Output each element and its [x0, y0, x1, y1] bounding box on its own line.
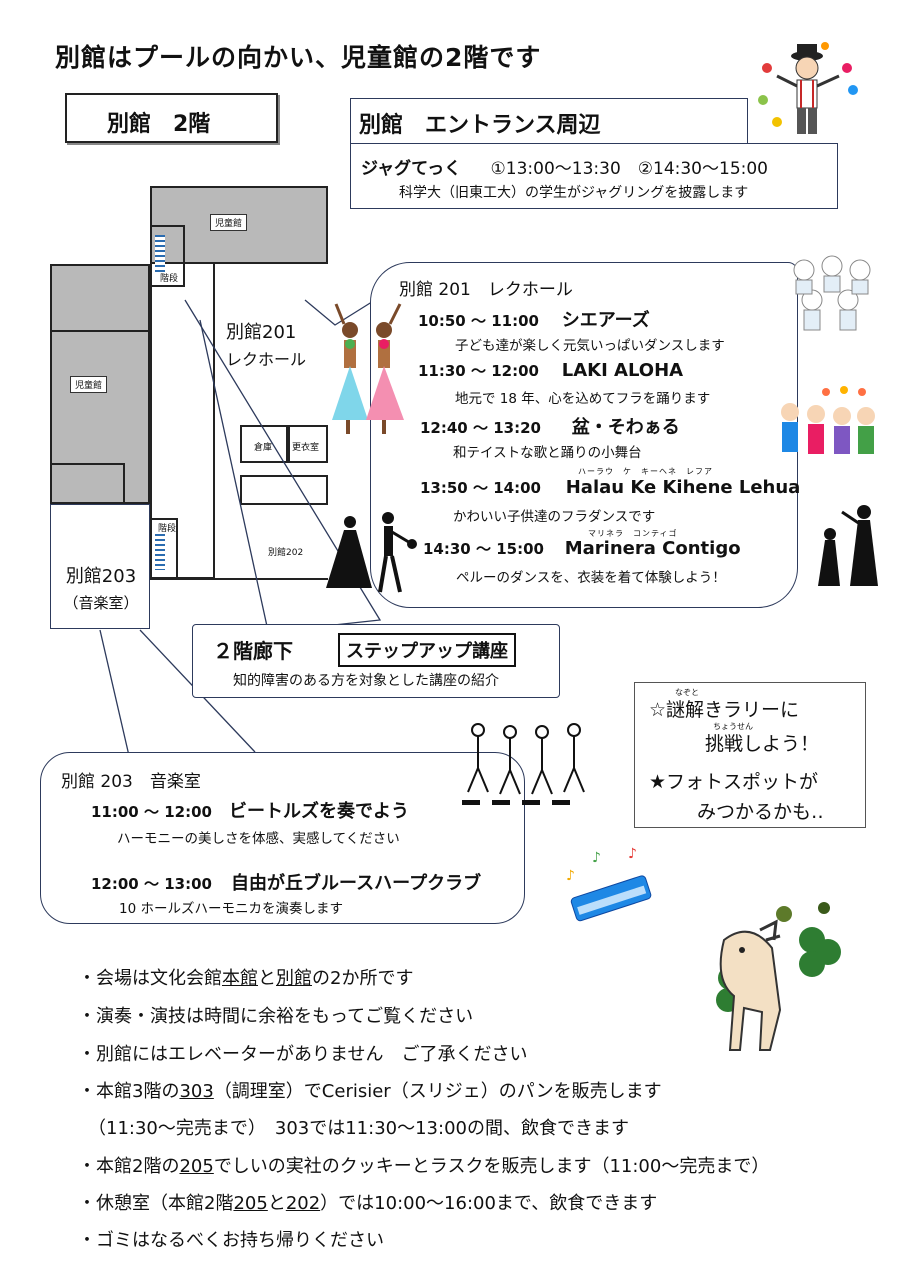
rec-item-4-desc: かわいい子供達のフラダンスです: [453, 509, 656, 525]
music-room-heading: 別館 203 音楽室: [61, 772, 201, 792]
note-1: ・会場は文化会館本館と別館の2か所です: [78, 968, 414, 989]
map-label-stairs-bottom: 階段: [158, 524, 177, 534]
rally-line-3: ★フォトスポットが: [649, 771, 819, 793]
floor-label: 別館 2階: [107, 112, 211, 137]
map-label-room203: 別館203 （音楽室）: [55, 562, 147, 613]
entrance-act: ジャグてっく: [361, 159, 462, 179]
horse-clover-icon: [716, 902, 841, 1051]
rec-item-5-time: 14:30 ～ 15:00: [423, 540, 544, 558]
note-4: ・本館3階の303（調理室）でCerisier（スリジェ）のパンを販売します: [78, 1081, 662, 1102]
map-bottom-wall: [178, 578, 328, 580]
corridor-badge: ステップアップ講座: [338, 633, 516, 667]
rec-item-3-name: 盆・そわぁる: [571, 417, 680, 438]
map-label-room202: 別館202: [268, 548, 304, 558]
rally-line-4: みつかるかも‥: [697, 801, 824, 823]
marinera-dancers-icon: [326, 512, 417, 593]
map-stairs-bottom: [150, 518, 178, 580]
map-storage: [240, 425, 288, 463]
map-label-jidokan-left: 児童館: [70, 376, 108, 393]
rec-item-1-time: 10:50 ～ 11:00: [418, 312, 539, 330]
note-7: ・休憩室（本館2階205と202）では10:00〜16:00まで、飲食できます: [78, 1193, 658, 1214]
music-item-1: 11:00 ～ 12:00 ビートルズを奏でよう: [91, 797, 409, 823]
entrance-box: 別館 エントランス周辺: [350, 98, 748, 144]
svg-text:♪: ♪: [628, 846, 637, 862]
entrance-times: ①13:00〜13:30 ②14:30〜15:00: [490, 159, 768, 179]
map-label-stairs-top: 階段: [160, 274, 179, 284]
music-item-2-desc: 10 ホールズハーモニカを演奏します: [119, 901, 343, 917]
rec-item-2-name: LAKI ALOHA: [561, 360, 684, 381]
music-item-2-name: 自由が丘ブルースハープクラブ: [231, 873, 482, 894]
corridor-heading: ２階廊下: [213, 639, 293, 663]
bon-dance-kids-icon: [781, 386, 875, 454]
entrance-detail-box: ジャグてっく ①13:00〜13:30 ②14:30〜15:00 科学大（旧東工…: [350, 143, 838, 209]
music-item-1-time: 11:00 ～ 12:00: [91, 803, 212, 821]
rec-item-3-time: 12:40 ～ 13:20: [420, 419, 541, 437]
note-8: ・ゴミはなるべくお持ち帰りください: [78, 1230, 384, 1251]
corridor-desc: 知的障害のある方を対象とした講座の紹介: [233, 673, 499, 689]
harmonica-icon: ♪ ♪ ♪: [566, 846, 652, 922]
map-room-a: [50, 264, 150, 332]
rec-item-1-desc: 子ども達が楽しく元気いっぱいダンスします: [455, 338, 725, 354]
map-label-room201: 別館201 レクホール: [226, 318, 306, 370]
rec-item-4: 13:50 ～ 14:00 Halau Ke Kihene Lehua: [420, 477, 800, 498]
rec-item-4-time: 13:50 ～ 14:00: [420, 479, 541, 497]
rally-line-1: ☆謎解きラリーに: [649, 699, 800, 721]
note-5: （11:30〜完売まで） 303では11:30〜13:00の間、飲食できます: [88, 1118, 629, 1139]
rally-ruby-1: なぞと: [675, 688, 699, 697]
beatles-crossing-icon: [462, 723, 585, 805]
rec-item-2-desc: 地元で 18 年、心を込めてフラを踊ります: [455, 391, 711, 407]
floor-label-box: 別館 2階: [65, 93, 278, 143]
note-6: ・本館2階の205でしいの実社のクッキーとラスクを販売します（11:00〜完売ま…: [78, 1156, 770, 1177]
rec-item-2-time: 11:30 ～ 12:00: [418, 362, 539, 380]
svg-text:♪: ♪: [592, 850, 601, 866]
map-room203: [50, 504, 150, 629]
rec-item-5-name: Marinera Contigo: [564, 538, 741, 559]
rec-hall-bubble: 別館 201 レクホール: [370, 262, 798, 608]
rec-hall-heading: 別館 201 レクホール: [399, 280, 573, 300]
hula-dancers-icon: [332, 303, 404, 434]
rec-item-2: 11:30 ～ 12:00 LAKI ALOHA: [418, 360, 683, 381]
room201-sub: レクホール: [226, 350, 307, 369]
map-room202-wall: [240, 475, 328, 505]
rally-box: なぞと ☆謎解きラリーに ちょうせん 挑戦しよう！ ★フォトスポットが みつかる…: [634, 682, 866, 828]
music-room-bubble: 別館 203 音楽室 11:00 ～ 12:00 ビートルズを奏でよう ハーモニ…: [40, 752, 525, 924]
room201-name: 別館201: [226, 322, 297, 343]
entrance-desc: 科学大（旧東工大）の学生がジャグリングを披露します: [399, 185, 749, 201]
corridor-box: ２階廊下 ステップアップ講座 知的障害のある方を対象とした講座の紹介: [192, 624, 560, 698]
rec-item-3: 12:40 ～ 13:20 盆・そわぁる: [420, 413, 680, 439]
rec-item-5-desc: ペルーのダンスを、衣装を着て体験しよう！: [456, 570, 726, 586]
svg-text:♪: ♪: [566, 868, 575, 884]
rec-item-4-name: Halau Ke Kihene Lehua: [565, 477, 801, 498]
entrance-act-row: ジャグてっく ①13:00〜13:30 ②14:30〜15:00: [361, 154, 768, 179]
map-stairs-top: [150, 225, 185, 287]
hula-silhouette-icon: [818, 505, 878, 586]
rally-line-2: 挑戦しよう！: [705, 733, 820, 755]
juggler-clown-icon: [758, 42, 858, 134]
rec-item-1-name: シエアーズ: [561, 310, 650, 331]
rec-item-5-ruby: マリネラ コンティゴ: [588, 529, 678, 538]
page-title: 別館はプールの向かい、児童館の2階です: [55, 43, 542, 72]
room203-name: 別館203: [65, 566, 137, 587]
music-item-2-time: 12:00 ～ 13:00: [91, 875, 212, 893]
note-2: ・演奏・演技は時間に余裕をもってご覧ください: [78, 1006, 474, 1027]
map-room-b: [50, 463, 125, 504]
note-3: ・別館にはエレベーターがありません ご了承ください: [78, 1044, 528, 1065]
rally-ruby-2: ちょうせん: [713, 722, 753, 731]
map-label-storage: 倉庫: [254, 443, 273, 453]
kids-dancing-icon: [793, 255, 871, 331]
music-item-1-name: ビートルズを奏でよう: [229, 801, 410, 822]
entrance-heading: 別館 エントランス周辺: [359, 113, 601, 138]
room203-sub: （音楽室）: [63, 594, 139, 612]
map-label-changing: 更衣室: [292, 443, 320, 453]
map-label-jidokan-top: 児童館: [210, 214, 248, 231]
rec-item-1: 10:50 ～ 11:00 シエアーズ: [418, 306, 650, 332]
music-item-1-desc: ハーモニーの美しさを体感、実感してください: [117, 831, 400, 847]
music-item-2: 12:00 ～ 13:00 自由が丘ブルースハープクラブ: [91, 869, 481, 895]
rec-item-4-ruby: ハーラウ ケ キーヘネ レフア: [578, 467, 713, 476]
map-changing: [288, 425, 328, 463]
rec-item-5: 14:30 ～ 15:00 Marinera Contigo: [423, 538, 741, 559]
rec-item-3-desc: 和テイストな歌と踊りの小舞台: [453, 445, 642, 461]
